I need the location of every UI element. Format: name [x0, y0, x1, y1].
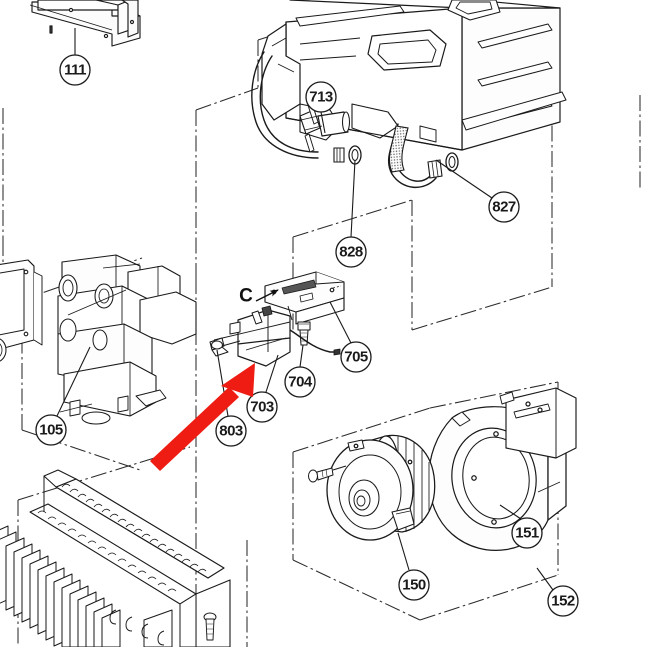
leader-152 [536, 567, 554, 591]
leader-150 [397, 532, 410, 571]
callout-label-803: 803 [219, 423, 243, 440]
part-blower-housing-scroll [428, 387, 577, 551]
callout-label-105: 105 [39, 422, 63, 439]
callout-152[interactable]: 152 [547, 585, 579, 617]
part-heat-exchanger-fins [0, 469, 231, 647]
leader-151 [499, 504, 522, 520]
callout-105[interactable]: 105 [35, 414, 67, 446]
callout-label-703: 703 [250, 399, 274, 416]
leader-713 [320, 111, 326, 134]
leader-827 [435, 159, 493, 199]
callout-704[interactable]: 704 [284, 366, 316, 398]
part-tapping-screw [209, 337, 241, 357]
callout-803[interactable]: 803 [215, 415, 247, 447]
callout-713[interactable]: 713 [305, 81, 337, 113]
part-sensor-mount-bracket [264, 271, 345, 325]
leader-705 [329, 301, 352, 344]
part-igniter-flame-sensor [213, 305, 341, 367]
reference-letter-c: C [239, 286, 253, 307]
part-control-cover-plate [0, 259, 43, 362]
leader-105 [56, 346, 91, 417]
callout-150[interactable]: 150 [398, 569, 430, 601]
leader-704 [299, 344, 304, 368]
callout-label-828: 828 [339, 244, 363, 261]
callout-label-152: 152 [551, 593, 575, 610]
callout-827[interactable]: 827 [488, 191, 520, 223]
callout-111[interactable]: 111 [59, 54, 91, 86]
red-pointer-arrow [150, 363, 255, 471]
part-gas-valve-manifold [57, 254, 197, 425]
leader-703 [265, 354, 279, 393]
reference-mark-c: C [239, 286, 279, 307]
callout-label-705: 705 [344, 349, 368, 366]
leader-828 [350, 159, 356, 238]
part-blower-motor-wheel [308, 434, 436, 541]
callout-bubbles: 111 713 827 828 705 704 [35, 54, 579, 617]
callout-label-827: 827 [492, 199, 516, 216]
callout-label-713: 713 [309, 89, 333, 106]
callout-label-150: 150 [402, 577, 426, 594]
callout-828[interactable]: 828 [335, 236, 367, 268]
callout-label-704: 704 [288, 374, 313, 391]
callout-label-111: 111 [64, 62, 86, 79]
callout-703[interactable]: 703 [246, 391, 278, 423]
reference-arrow-c [255, 289, 279, 302]
callout-label-151: 151 [515, 525, 539, 542]
callout-705[interactable]: 705 [340, 341, 372, 373]
part-hoses-group [251, 51, 459, 188]
part-mounting-bracket-panel [29, 0, 141, 47]
callout-151[interactable]: 151 [511, 517, 543, 549]
